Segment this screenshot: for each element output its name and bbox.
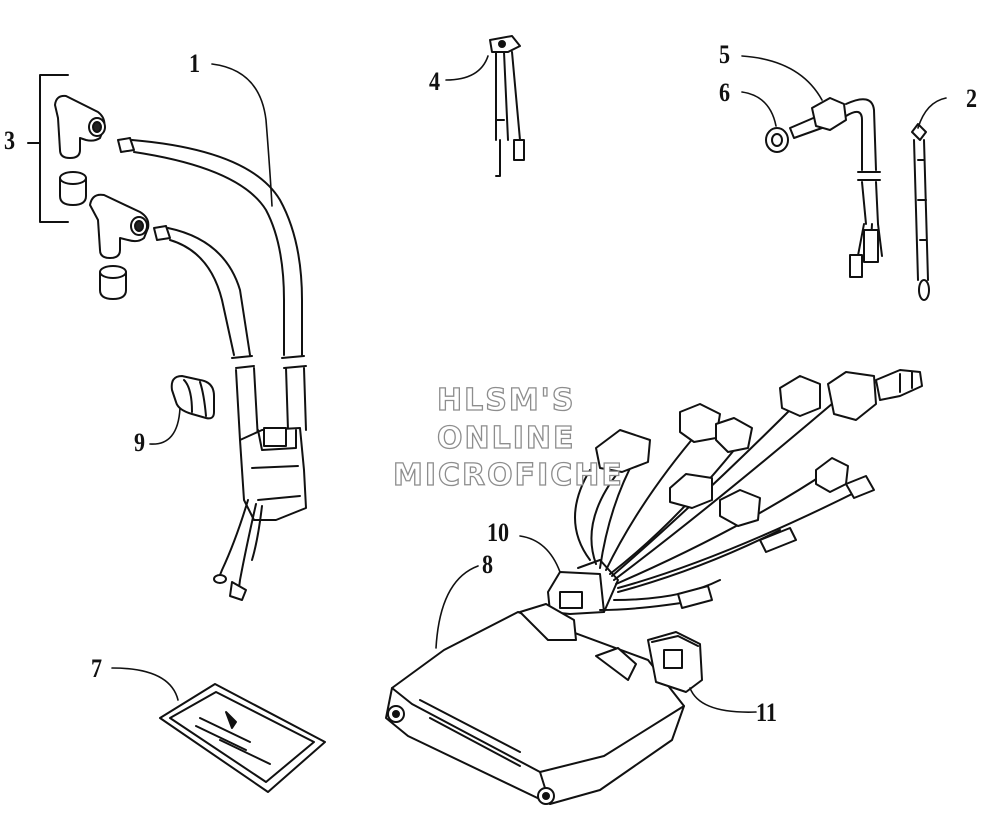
- wiring-harness: [547, 369, 923, 615]
- caution-decal: [159, 683, 326, 793]
- relay-block: [647, 631, 703, 693]
- ignition-coil: [117, 137, 307, 601]
- callout-6: 6: [719, 78, 731, 107]
- watermark-line-3: MICROFICHE: [392, 458, 624, 493]
- callout-4: 4: [429, 67, 441, 96]
- callout-3: 3: [4, 126, 16, 155]
- washer: [765, 127, 789, 153]
- callout-10: 10: [487, 518, 510, 547]
- callout-5: 5: [719, 40, 731, 69]
- callout-7: 7: [91, 654, 103, 683]
- wire-clip: [170, 375, 215, 420]
- watermark-line-1: HLSM'S: [436, 383, 576, 418]
- callout-11: 11: [756, 698, 777, 727]
- callout-8: 8: [482, 550, 494, 579]
- ground-wire: [911, 123, 930, 301]
- callout-2: 2: [966, 84, 978, 113]
- leader-lines: [111, 55, 947, 713]
- spark-plug-caps: [27, 74, 150, 300]
- sensor-lead: [489, 35, 525, 177]
- callout-9: 9: [134, 428, 146, 457]
- callout-1: 1: [189, 49, 201, 78]
- temperature-sensor: [789, 97, 883, 278]
- control-unit: [385, 603, 685, 805]
- watermark-line-2: ONLINE: [436, 421, 576, 456]
